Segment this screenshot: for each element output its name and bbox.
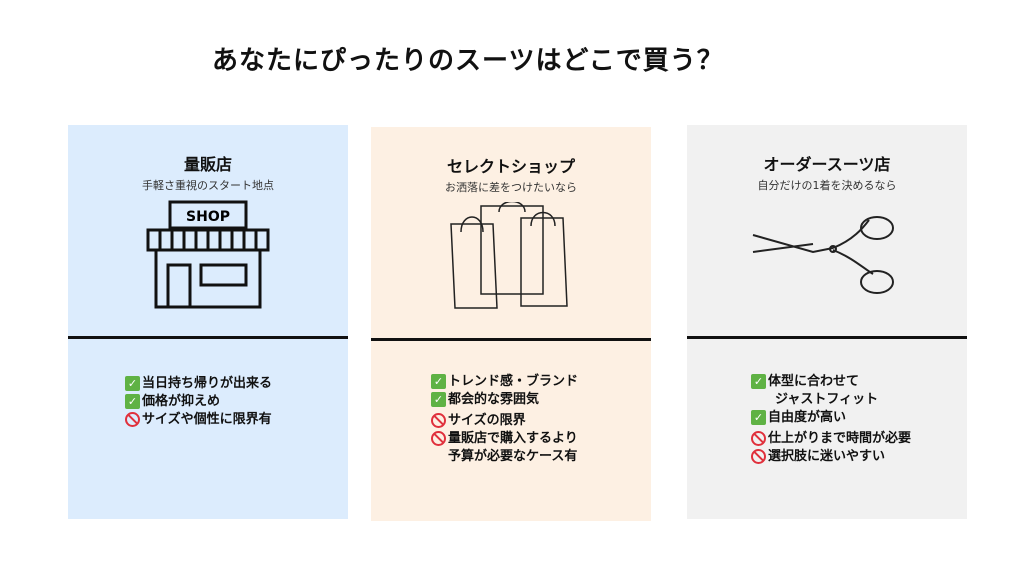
list-item-continuation: ジャストフィット bbox=[775, 392, 879, 407]
list-item: サイズの限界 bbox=[448, 413, 526, 428]
feature-list: ✓当日持ち帰りが出来る ✓価格が抑えめ サイズや個性に限界有 bbox=[125, 375, 272, 429]
column-title: 量販店 bbox=[183, 155, 232, 174]
prohibited-icon bbox=[751, 449, 766, 464]
feature-list: ✓体型に合わせて ジャストフィット ✓自由度が高い 仕上がりまで時間が必要 選択… bbox=[751, 373, 911, 466]
check-icon: ✓ bbox=[125, 394, 140, 409]
divider bbox=[687, 336, 967, 339]
column-order-suit-shop: オーダースーツ店 自分だけの1着を決めるなら ✓体型に合わせて ジャストフィット… bbox=[687, 125, 967, 519]
prohibited-icon bbox=[751, 431, 766, 446]
prohibited-icon bbox=[431, 413, 446, 428]
feature-list: ✓トレンド感・ブランド ✓都会的な雰囲気 サイズの限界 量販店で購入するより 予… bbox=[431, 373, 578, 466]
prohibited-icon bbox=[431, 431, 446, 446]
column-subtitle: 手軽さ重視のスタート地点 bbox=[142, 179, 274, 192]
shopping-bags-icon bbox=[450, 202, 568, 309]
list-item: 選択肢に迷いやすい bbox=[768, 449, 886, 464]
list-item: 量販店で購入するより bbox=[448, 431, 578, 446]
prohibited-icon bbox=[125, 412, 140, 427]
shop-sign-text: SHOP bbox=[186, 209, 230, 225]
list-item: 仕上がりまで時間が必要 bbox=[768, 431, 912, 446]
list-item: サイズや個性に限界有 bbox=[142, 412, 272, 427]
column-mass-retailer: 量販店 手軽さ重視のスタート地点 SHOP ✓当日持ち帰りが出来る ✓価格が抑え… bbox=[68, 125, 348, 519]
check-icon: ✓ bbox=[751, 410, 766, 425]
scissors-icon bbox=[752, 216, 894, 294]
divider bbox=[371, 338, 651, 341]
column-select-shop: セレクトショップ お洒落に差をつけたいなら ✓トレンド感・ブランド ✓都会的な雰… bbox=[371, 127, 651, 521]
check-icon: ✓ bbox=[751, 374, 766, 389]
column-title: セレクトショップ bbox=[446, 157, 575, 176]
column-subtitle: お洒落に差をつけたいなら bbox=[445, 181, 577, 194]
list-item: 都会的な雰囲気 bbox=[448, 392, 540, 407]
check-icon: ✓ bbox=[431, 374, 446, 389]
column-subtitle: 自分だけの1着を決めるなら bbox=[757, 179, 897, 192]
check-icon: ✓ bbox=[431, 392, 446, 407]
column-title: オーダースーツ店 bbox=[763, 155, 891, 174]
list-item: 体型に合わせて bbox=[768, 374, 860, 389]
check-icon: ✓ bbox=[125, 376, 140, 391]
shop-icon: SHOP bbox=[146, 200, 270, 309]
list-item-continuation: 予算が必要なケース有 bbox=[448, 449, 578, 464]
list-item: 価格が抑えめ bbox=[142, 394, 221, 409]
divider bbox=[68, 336, 348, 339]
list-item: 当日持ち帰りが出来る bbox=[142, 376, 273, 391]
page-title: あなたにぴったりのスーツはどこで買う？ bbox=[212, 46, 724, 76]
list-item: 自由度が高い bbox=[768, 410, 847, 425]
list-item: トレンド感・ブランド bbox=[448, 374, 579, 389]
